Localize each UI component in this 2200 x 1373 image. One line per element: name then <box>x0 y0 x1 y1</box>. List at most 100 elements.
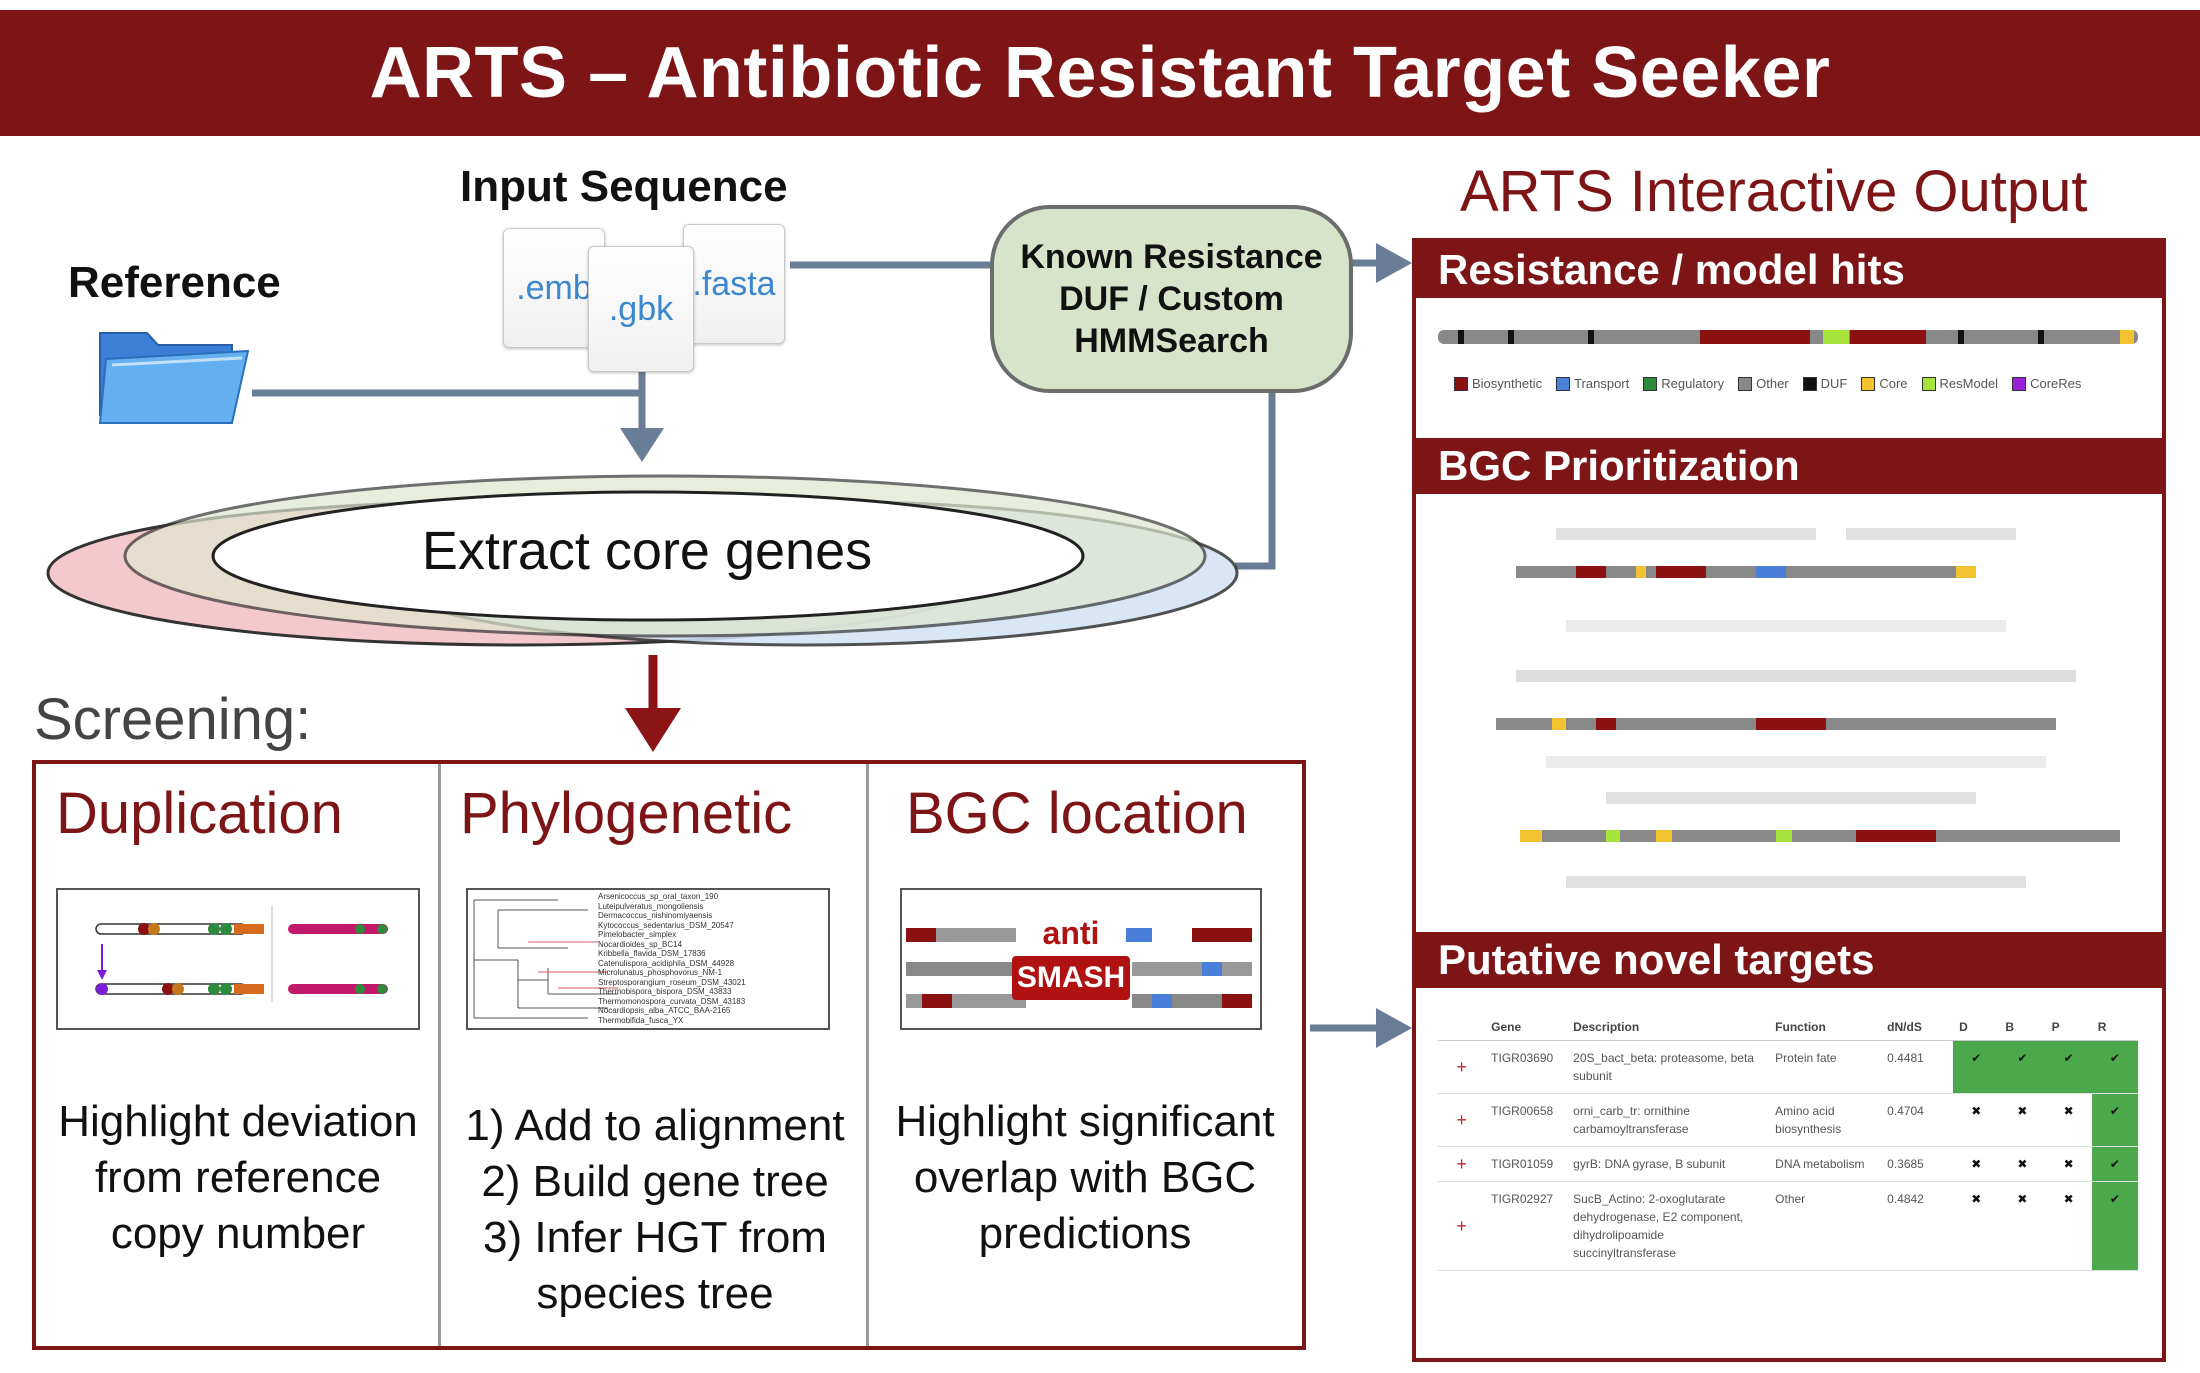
emb-file-label: .emb <box>516 268 592 307</box>
genome-ellipse-core <box>211 490 1085 622</box>
tree-taxon-label: Catenulispora_acidiphila_DSM_44928 <box>598 958 735 968</box>
input-sequence-label: Input Sequence <box>460 162 788 211</box>
column-header[interactable]: Function <box>1769 1014 1882 1041</box>
legend-label: CoreRes <box>2030 376 2082 391</box>
bgc-track-highlighted <box>1496 718 2056 730</box>
description-cell: gyrB: DNA gyrase, B subunit <box>1567 1146 1770 1182</box>
bgc-track-2 <box>906 962 1252 976</box>
bgc-track-faded <box>1546 756 2046 768</box>
legend-item: Biosynthetic <box>1454 376 1542 391</box>
screening-result-cell: ✔ <box>1953 1040 2000 1094</box>
expand-row-button[interactable]: + <box>1438 1146 1486 1182</box>
screening-result-cell: ✔ <box>1999 1040 2046 1094</box>
hmm-output-arrowhead <box>1376 243 1412 283</box>
bgc-desc-line: predictions <box>978 1209 1192 1258</box>
gene-cluster-bottom <box>95 983 388 995</box>
duplication-gene-clusters <box>95 906 388 1002</box>
screening-box: Duplication <box>32 760 1306 1350</box>
screening-output-arrowhead <box>1376 1008 1412 1048</box>
bgc-track-faded <box>1606 792 1976 804</box>
column-header[interactable]: D <box>1953 1014 2000 1041</box>
hmmsearch-box: Known Resistance DUF / Custom HMMSearch <box>990 205 1353 393</box>
legend-item: Core <box>1861 376 1908 391</box>
bgc-track-faded <box>1556 528 2016 540</box>
screening-result-cell: ✔ <box>2091 1181 2138 1271</box>
screening-result-cell: ✔ <box>2091 1040 2138 1094</box>
bgc-location-title: BGC location <box>906 781 1248 846</box>
dnds-cell: 0.4481 <box>1881 1040 1954 1094</box>
description-cell: SucB_Actino: 2-oxoglutarate dehydrogenas… <box>1567 1181 1770 1271</box>
duplication-description: Highlight deviation from reference copy … <box>40 1094 436 1262</box>
phylogenetic-desc-line: species tree <box>536 1269 774 1318</box>
expand-row-button[interactable]: + <box>1438 1093 1486 1147</box>
gene-cell: TIGR02927 <box>1485 1181 1568 1271</box>
description-cell: 20S_bact_beta: proteasome, beta subunit <box>1567 1040 1770 1094</box>
screening-result-cell: ✖ <box>1999 1093 2046 1147</box>
tree-taxon-label: Streptosporangium_roseum_DSM_43021 <box>598 977 746 987</box>
hmm-line-1: Known Resistance <box>1020 238 1323 276</box>
legend-swatch <box>1921 376 1936 391</box>
reference-label: Reference <box>68 258 281 307</box>
screening-label: Screening: <box>34 687 312 752</box>
tree-taxon-label: Dermacoccus_nishinomiyaensis <box>598 911 713 920</box>
duplication-thumbnail <box>56 888 420 1030</box>
phylogenetic-desc-line: 3) Infer HGT from <box>483 1213 827 1262</box>
legend-swatch <box>1454 376 1468 391</box>
dnds-cell: 0.4704 <box>1881 1093 1954 1147</box>
hmm-line-2: DUF / Custom <box>1059 280 1284 318</box>
legend-item: Transport <box>1556 376 1629 391</box>
bgc-desc-line: Highlight significant <box>895 1097 1275 1146</box>
column-header[interactable]: R <box>2091 1014 2138 1041</box>
function-cell: Other <box>1769 1181 1882 1271</box>
screening-result-cell: ✖ <box>1953 1181 2000 1271</box>
gene-cell: TIGR01059 <box>1485 1146 1568 1182</box>
tree-taxon-label: Thermomonospora_curvata_DSM_43183 <box>598 996 746 1006</box>
function-cell: DNA metabolism <box>1769 1146 1882 1182</box>
phylogenetic-desc-line: 2) Build gene tree <box>481 1157 829 1206</box>
column-header[interactable]: Description <box>1567 1014 1770 1041</box>
bgc-track-faded <box>1516 670 2076 682</box>
column-header[interactable]: B <box>1999 1014 2046 1041</box>
expand-column-header <box>1438 1014 1486 1041</box>
column-header[interactable]: Gene <box>1485 1014 1568 1041</box>
column-divider <box>866 764 869 1346</box>
tree-taxon-label: Microlunatus_phosphovorus_NM-1 <box>598 968 723 977</box>
legend-swatch <box>1738 376 1753 391</box>
title-banner: ARTS – Antibiotic Resistant Target Seeke… <box>0 10 2200 136</box>
fasta-file-label: .fasta <box>692 264 776 303</box>
screening-result-cell: ✔ <box>2045 1040 2092 1094</box>
screening-result-cell: ✖ <box>2045 1146 2092 1182</box>
expand-row-button[interactable]: + <box>1438 1181 1486 1271</box>
bgc-track-faded <box>1566 876 2026 888</box>
column-header[interactable]: dN/dS <box>1881 1014 1954 1041</box>
function-cell: Amino acid biosynthesis <box>1769 1093 1882 1147</box>
antismash-logo-top: anti <box>1016 912 1126 954</box>
phylogenetic-tree <box>473 899 618 1019</box>
legend-label: ResModel <box>1939 376 1999 391</box>
legend-label: Biosynthetic <box>1472 376 1543 391</box>
bgc-prioritization-tracks <box>1496 528 2120 888</box>
legend-label: Core <box>1879 376 1908 391</box>
bgc-track-3 <box>906 994 1252 1008</box>
fasta-file-icon: .fasta <box>683 224 785 344</box>
legend-item: DUF <box>1802 376 1847 391</box>
antismash-logo-bottom: SMASH <box>1012 956 1130 1000</box>
bgc-panel-header: BGC Prioritization <box>1416 438 2162 494</box>
bgc-track-highlighted <box>1516 566 1976 578</box>
expand-row-button[interactable]: + <box>1438 1040 1486 1094</box>
tree-taxon-label: Kytococcus_sedentarius_DSM_20547 <box>598 920 734 930</box>
legend-item: ResModel <box>1921 376 1999 391</box>
bgc-location-thumbnail: anti SMASH <box>900 888 1262 1030</box>
screening-result-cell: ✖ <box>1999 1181 2046 1271</box>
screening-result-cell: ✖ <box>1999 1146 2046 1182</box>
column-header[interactable]: P <box>2045 1014 2092 1041</box>
duplication-title: Duplication <box>56 781 343 846</box>
description-cell: orni_carb_tr: ornithine carbamoyltransfe… <box>1567 1093 1770 1147</box>
phylogenetic-desc-line: 1) Add to alignment <box>465 1101 845 1150</box>
duplication-desc-line: from reference <box>94 1153 382 1202</box>
